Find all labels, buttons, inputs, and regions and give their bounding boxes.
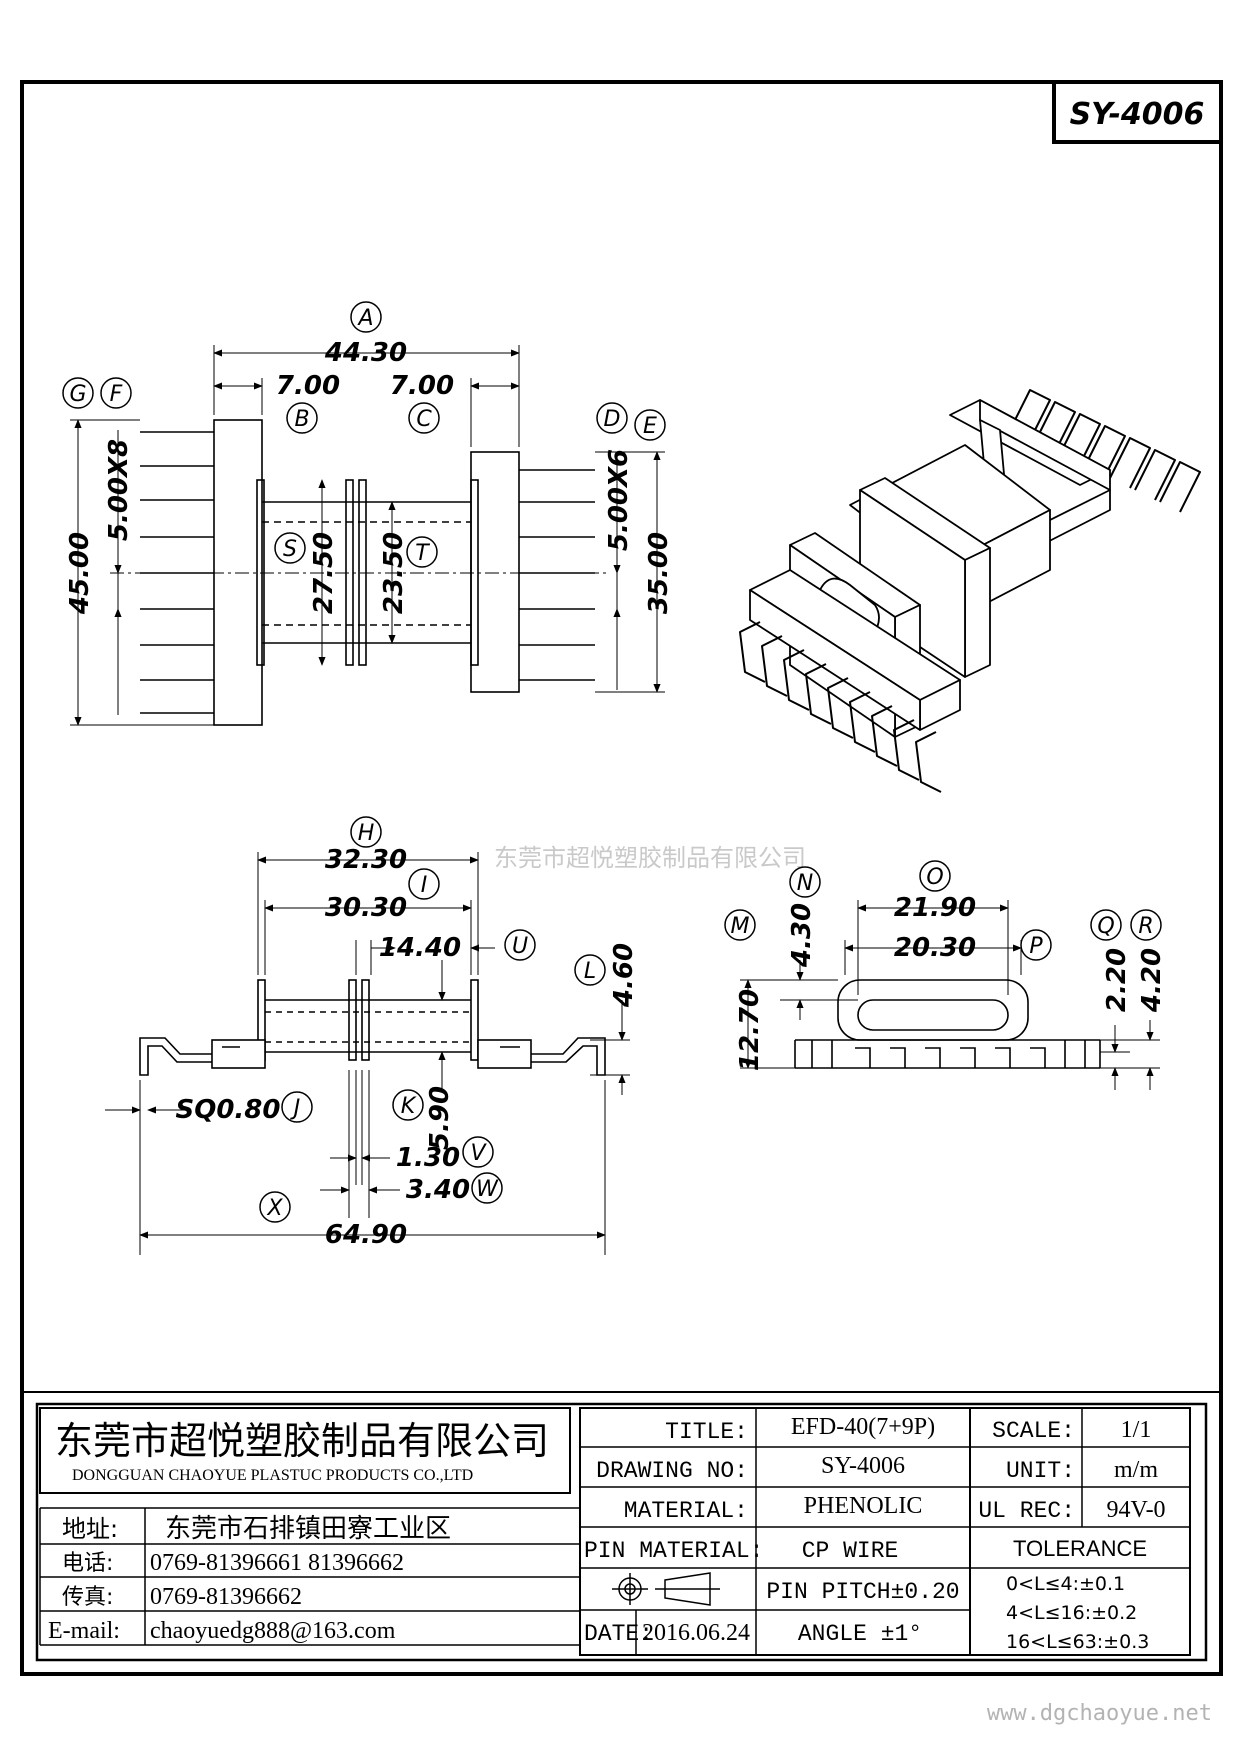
tolerance-label: TOLERANCE xyxy=(1013,1536,1147,1561)
svg-text:J: J xyxy=(290,1096,301,1121)
end-view-callouts: O N M P Q R xyxy=(724,860,1162,961)
svg-text:D: D xyxy=(604,407,621,432)
side-view xyxy=(105,852,630,1255)
website-watermark: www.dgchaoyue.net xyxy=(987,1701,1212,1726)
dim-q-value: 2.20 xyxy=(1102,948,1132,1012)
material-value: PHENOLIC xyxy=(804,1493,923,1519)
dim-j-value: SQ0.80 xyxy=(176,1095,281,1125)
svg-text:X: X xyxy=(266,1196,283,1221)
title-block xyxy=(22,1391,1221,1662)
dim-r-value: 4.20 xyxy=(1137,948,1167,1013)
drawing-no-value: SY-4006 xyxy=(821,1453,905,1479)
date-value: 2016.06.24 xyxy=(642,1620,750,1646)
unit-value: m/m xyxy=(1114,1457,1158,1483)
dim-v-value: 1.30 xyxy=(396,1143,460,1173)
dim-g-value: 45.00 xyxy=(65,532,95,615)
title-block-text: 东莞市超悦塑胶制品有限公司 DONGGUAN CHAOYUE PLASTUC P… xyxy=(48,1414,1166,1653)
dim-t-value: 23.50 xyxy=(379,532,409,614)
dim-d-value: 5.00X6 xyxy=(604,449,634,551)
svg-text:W: W xyxy=(476,1177,499,1202)
watermark: 东莞市超悦塑胶制品有限公司 xyxy=(494,844,806,872)
projection-symbol xyxy=(612,1572,720,1606)
email-value: chaoyuedg888@163.com xyxy=(150,1618,396,1644)
phone-label: 电话: xyxy=(62,1551,113,1576)
svg-text:B: B xyxy=(294,407,309,432)
svg-text:I: I xyxy=(421,873,428,898)
svg-text:O: O xyxy=(926,865,943,890)
dim-p-value: 20.30 xyxy=(894,933,976,963)
side-view-callouts: H I U L J K V W X xyxy=(259,816,606,1223)
sheet-border xyxy=(20,80,1223,1676)
svg-text:G: G xyxy=(69,382,86,407)
drawing-no-label: DRAWING NO: xyxy=(596,1458,748,1484)
dim-m-value: 12.70 xyxy=(735,989,765,1071)
part-number-box: SY-4006 xyxy=(1052,80,1223,144)
end-view xyxy=(740,900,1160,1090)
svg-text:P: P xyxy=(1029,934,1043,959)
material-label: MATERIAL: xyxy=(624,1498,748,1524)
angle-tolerance: ANGLE ±1° xyxy=(798,1621,922,1647)
svg-text:F: F xyxy=(110,382,123,407)
dim-f-value: 5.00X8 xyxy=(104,439,134,541)
svg-text:L: L xyxy=(584,959,596,984)
svg-text:S: S xyxy=(283,537,297,562)
dim-x-value: 64.90 xyxy=(325,1220,407,1250)
top-view-dimensions: 44.30 7.00 7.00 45.00 5.00X8 35.00 5.00X… xyxy=(65,338,674,615)
svg-text:Q: Q xyxy=(1097,914,1114,939)
scale-value: 1/1 xyxy=(1121,1417,1152,1443)
dim-o-value: 21.90 xyxy=(894,893,976,923)
dim-w-value: 3.40 xyxy=(406,1175,470,1205)
tolerance-2: 4<L≤16:±0.2 xyxy=(1006,1602,1137,1624)
pin-material-label: PIN MATERIAL: xyxy=(584,1538,763,1564)
fax-value: 0769-81396662 xyxy=(150,1584,302,1610)
date-label: DATE: xyxy=(584,1621,653,1647)
svg-text:V: V xyxy=(470,1141,487,1166)
ul-label: UL REC: xyxy=(978,1498,1075,1524)
part-number: SY-4006 xyxy=(1070,97,1205,132)
dim-b-value: 7.00 xyxy=(276,371,340,401)
company-name-cn: 东莞市超悦塑胶制品有限公司 xyxy=(55,1419,549,1463)
tolerance-1: 0<L≤4:±0.1 xyxy=(1006,1573,1125,1595)
svg-text:C: C xyxy=(416,407,432,432)
svg-text:R: R xyxy=(1138,914,1153,939)
top-view xyxy=(70,345,665,726)
svg-text:H: H xyxy=(358,821,375,846)
svg-text:U: U xyxy=(512,934,528,959)
tolerance-3: 16<L≤63:±0.3 xyxy=(1006,1631,1149,1653)
dim-a-value: 44.30 xyxy=(324,338,407,368)
svg-text:M: M xyxy=(731,914,750,939)
fax-label: 传真: xyxy=(62,1585,113,1610)
phone-value: 0769-81396661 81396662 xyxy=(150,1550,404,1576)
dim-l-value: 4.60 xyxy=(609,943,639,1008)
dim-h-value: 32.30 xyxy=(325,845,407,875)
unit-label: UNIT: xyxy=(1006,1458,1075,1484)
pin-pitch: PIN PITCH±0.20 xyxy=(766,1579,959,1605)
svg-text:N: N xyxy=(797,871,813,896)
side-view-dimensions: 32.30 30.30 14.40 4.60 SQ0.80 5.90 1.30 … xyxy=(176,845,639,1250)
company-name-en: DONGGUAN CHAOYUE PLASTUC PRODUCTS CO.,LT… xyxy=(72,1467,473,1484)
title-value: EFD-40(7+9P) xyxy=(791,1414,935,1440)
svg-text:E: E xyxy=(643,414,657,439)
svg-text:T: T xyxy=(415,541,430,566)
pin-material-value: CP WIRE xyxy=(802,1538,899,1564)
svg-text:A: A xyxy=(356,306,373,331)
ul-value: 94V-0 xyxy=(1106,1497,1165,1523)
isometric-view xyxy=(739,389,1201,793)
end-view-dimensions: 21.90 20.30 4.30 12.70 2.20 4.20 xyxy=(735,893,1167,1071)
dim-s-value: 27.50 xyxy=(309,532,339,614)
dim-i-value: 30.30 xyxy=(325,893,407,923)
dim-n-value: 4.30 xyxy=(787,903,817,968)
dim-e-value: 35.00 xyxy=(644,532,674,614)
top-view-callouts: A B C G F D E S T xyxy=(62,301,666,568)
dim-k-value: 5.90 xyxy=(425,1086,455,1150)
dim-c-value: 7.00 xyxy=(390,371,454,401)
dim-u-value: 14.40 xyxy=(379,933,461,963)
address-label: 地址: xyxy=(62,1515,118,1543)
address-value: 东莞市石排镇田寮工业区 xyxy=(165,1514,451,1544)
scale-label: SCALE: xyxy=(992,1418,1075,1444)
email-label: E-mail: xyxy=(48,1618,120,1644)
title-label: TITLE: xyxy=(665,1419,748,1445)
svg-text:K: K xyxy=(401,1094,417,1119)
